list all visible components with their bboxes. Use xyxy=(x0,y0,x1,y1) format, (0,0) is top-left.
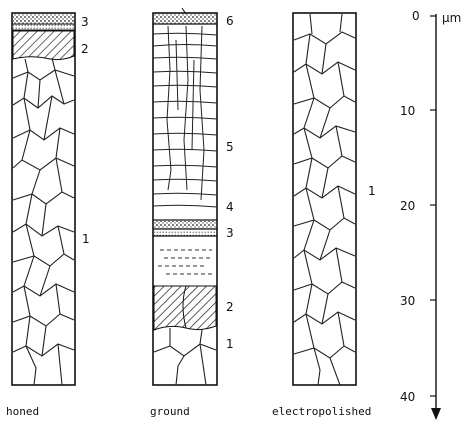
scale-tick-0: 0 xyxy=(412,9,420,23)
honed-label-1: 1 xyxy=(82,232,90,246)
honed-label-3: 3 xyxy=(81,15,89,29)
honed-layer-3 xyxy=(13,14,74,24)
ground-layer-3 xyxy=(154,221,216,229)
ground-layer-5 xyxy=(153,26,217,207)
ground-label-3: 3 xyxy=(226,226,234,240)
depth-scale xyxy=(430,14,441,420)
scale-arrow-icon xyxy=(431,408,441,420)
ground-label-5: 5 xyxy=(226,140,234,154)
ground-dashed-region xyxy=(158,250,212,274)
ground-column xyxy=(153,8,217,385)
ground-label-2: 2 xyxy=(226,300,234,314)
scale-tick-30: 30 xyxy=(400,294,415,308)
scale-unit: μm xyxy=(442,11,461,25)
electropolished-caption: electropolished xyxy=(272,405,371,418)
honed-column xyxy=(12,13,75,385)
ground-column-outline xyxy=(153,13,217,385)
scale-tick-10: 10 xyxy=(400,104,415,118)
ground-label-6: 6 xyxy=(226,14,234,28)
ground-label-1: 1 xyxy=(226,337,234,351)
honed-caption: honed xyxy=(6,405,39,418)
honed-column-outline xyxy=(12,13,75,385)
electropolished-label-1: 1 xyxy=(368,184,376,198)
honed-grains xyxy=(13,58,74,385)
ground-label-4: 4 xyxy=(226,200,234,214)
honed-label-2: 2 xyxy=(81,42,89,56)
ground-grains xyxy=(154,328,216,385)
ground-caption: ground xyxy=(150,405,190,418)
scale-tick-40: 40 xyxy=(400,390,415,404)
ground-layer-6 xyxy=(154,14,216,24)
electropolished-column-outline xyxy=(293,13,356,385)
honed-layer-2 xyxy=(13,31,74,60)
scale-tick-20: 20 xyxy=(400,199,415,213)
electropolished-grains xyxy=(294,14,355,385)
electropolished-column xyxy=(293,13,356,385)
